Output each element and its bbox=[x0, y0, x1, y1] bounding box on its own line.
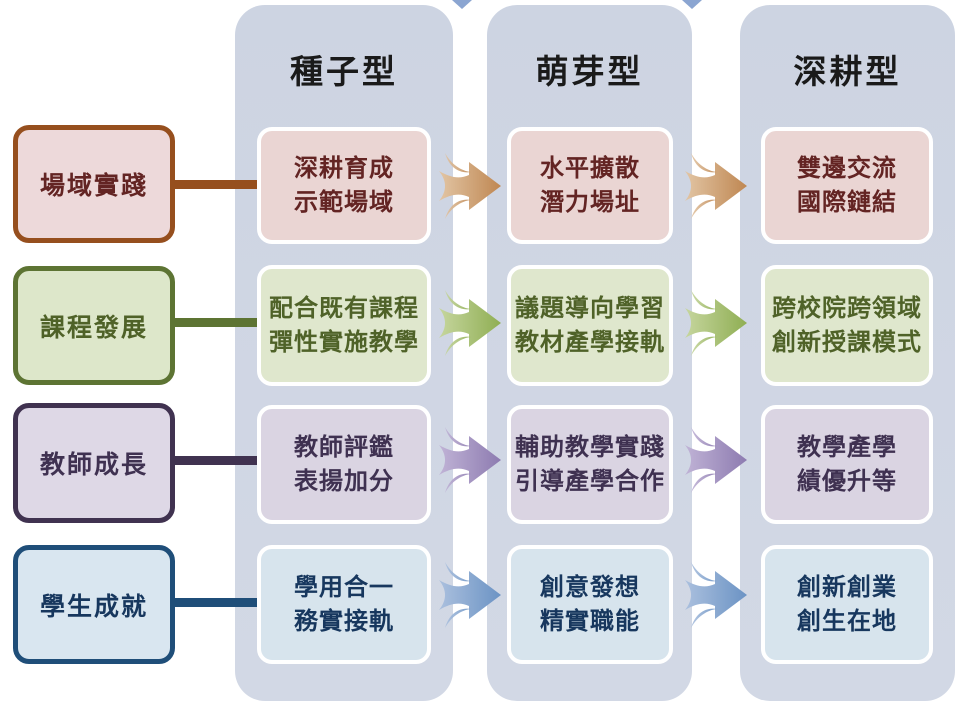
stage-cell: 議題導向學習 教材產學接軌 bbox=[507, 265, 673, 386]
stage-cell: 創新創業 創生在地 bbox=[761, 545, 933, 664]
cell-text-line: 務實接軌 bbox=[294, 607, 394, 635]
cell-text-line: 教師評鑑 bbox=[294, 433, 394, 461]
cell-text-line: 創新授課模式 bbox=[772, 328, 922, 356]
flow-arrow-icon bbox=[685, 153, 747, 219]
category-label: 課程發展 bbox=[39, 313, 148, 342]
flow-arrow-icon bbox=[439, 427, 501, 493]
flow-arrow-icon bbox=[685, 562, 747, 628]
cell-text-line: 雙邊交流 bbox=[797, 154, 897, 182]
stage-cell: 深耕育成 示範場域 bbox=[257, 127, 431, 244]
cell-text-line: 水平擴散 bbox=[540, 154, 640, 182]
cell-text-line: 創新創業 bbox=[797, 573, 897, 601]
category-label: 教師成長 bbox=[39, 451, 148, 479]
top-cutoff-arrow-icon bbox=[682, 0, 702, 9]
category-label: 學生成就 bbox=[39, 592, 148, 621]
flow-arrow-icon bbox=[439, 290, 501, 356]
stage-cell: 創意發想 精實職能 bbox=[507, 545, 673, 664]
stage-cell: 跨校院跨領域 創新授課模式 bbox=[761, 265, 933, 386]
cell-text-line: 創意發想 bbox=[540, 573, 640, 601]
stage-cell: 雙邊交流 國際鏈結 bbox=[761, 127, 933, 244]
category-label: 場域實踐 bbox=[39, 172, 148, 200]
stage-cell: 學用合一 務實接軌 bbox=[257, 545, 431, 664]
stage-cell: 配合既有課程 彈性實施教學 bbox=[257, 265, 431, 386]
connector-line-field-practice bbox=[175, 180, 259, 189]
cell-text-line: 學用合一 bbox=[294, 573, 394, 601]
cell-text-line: 配合既有課程 bbox=[269, 294, 419, 322]
cell-text-line: 績優升等 bbox=[797, 467, 897, 495]
top-cutoff-arrow-icon bbox=[452, 0, 472, 9]
cell-text-line: 國際鏈結 bbox=[797, 188, 897, 216]
cell-text-line: 創生在地 bbox=[797, 607, 897, 635]
connector-line-student-achievement bbox=[175, 598, 259, 607]
cell-text-line: 潛力場址 bbox=[540, 188, 640, 216]
flow-arrow-icon bbox=[685, 427, 747, 493]
cell-text-line: 精實職能 bbox=[540, 607, 640, 635]
cell-text-line: 表揚加分 bbox=[294, 467, 394, 495]
cell-text-line: 輔助教學實踐 bbox=[515, 433, 665, 461]
stage-cell: 教師評鑑 表揚加分 bbox=[257, 405, 431, 524]
category-box-field-practice: 場域實踐 bbox=[13, 125, 175, 243]
cell-text-line: 議題導向學習 bbox=[515, 294, 665, 322]
stage-cell: 教學產學 績優升等 bbox=[761, 405, 933, 524]
connector-line-curriculum-development bbox=[175, 318, 259, 327]
cell-text-line: 示範場域 bbox=[294, 188, 394, 216]
stage-header-deep-cultivation: 深耕型 bbox=[793, 53, 902, 90]
stage-cell: 水平擴散 潛力場址 bbox=[507, 127, 673, 244]
category-box-student-achievement: 學生成就 bbox=[13, 545, 175, 664]
category-box-teacher-growth: 教師成長 bbox=[13, 403, 175, 523]
cell-text-line: 教學產學 bbox=[797, 433, 897, 461]
stage-header-seed: 種子型 bbox=[290, 53, 398, 90]
flow-arrow-icon bbox=[439, 562, 501, 628]
stage-header-sprout: 萌芽型 bbox=[535, 53, 644, 90]
stage-cell: 輔助教學實踐 引導產學合作 bbox=[507, 405, 673, 524]
category-box-curriculum-development: 課程發展 bbox=[13, 266, 175, 385]
flow-arrow-icon bbox=[685, 290, 747, 356]
cell-text-line: 彈性實施教學 bbox=[269, 328, 419, 356]
connector-line-teacher-growth bbox=[175, 456, 259, 465]
cell-text-line: 跨校院跨領域 bbox=[772, 294, 922, 322]
flow-arrow-icon bbox=[439, 153, 501, 219]
cell-text-line: 深耕育成 bbox=[294, 154, 394, 182]
cell-text-line: 教材產學接軌 bbox=[515, 328, 665, 356]
cell-text-line: 引導產學合作 bbox=[515, 467, 665, 495]
